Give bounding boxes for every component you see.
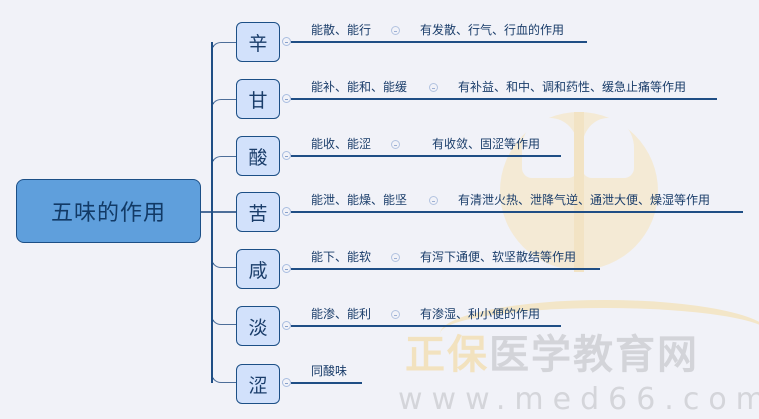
collapse-toggle-icon[interactable] — [282, 94, 291, 103]
subtopic-effect[interactable]: 有清泄火热、泄降气逆、通泄大便、燥湿等作用 — [458, 193, 711, 207]
subtopic-function[interactable]: 能补、能和、能缓 — [311, 80, 408, 94]
watermark-logo-cutout — [582, 118, 634, 178]
subtopic-function[interactable]: 能收、能涩 — [311, 137, 372, 151]
subtopic-underline — [291, 98, 717, 100]
branch-connector — [211, 313, 236, 325]
collapse-toggle-icon[interactable] — [282, 151, 291, 160]
topic-suan[interactable]: 酸 — [236, 136, 280, 176]
topic-dan[interactable]: 淡 — [236, 306, 280, 346]
watermark-arc — [440, 300, 759, 368]
branch-connector — [211, 371, 236, 383]
watermark-brand-gold: 正保 — [405, 332, 489, 378]
branch-connector — [211, 256, 236, 268]
subtopic-underline — [291, 41, 587, 43]
collapse-toggle-icon[interactable] — [282, 37, 291, 46]
watermark-url: www.med66.com — [398, 382, 759, 417]
root-topic-label: 五味的作用 — [50, 201, 166, 226]
subtopic-effect[interactable]: 有泻下通便、软坚散结等作用 — [420, 250, 577, 264]
topic-label: 涩 — [248, 374, 268, 397]
watermark-logo-bar — [574, 112, 584, 272]
collapse-toggle-icon[interactable] — [282, 264, 291, 273]
topic-ku[interactable]: 苦 — [236, 192, 280, 232]
root-connector — [201, 211, 236, 213]
subtopic-function[interactable]: 能渗、能利 — [311, 307, 372, 321]
topic-se[interactable]: 涩 — [236, 364, 280, 404]
collapse-toggle-icon[interactable] — [391, 26, 400, 35]
root-topic[interactable]: 五味的作用 — [16, 179, 201, 243]
subtopic-effect[interactable]: 有补益、和中、调和药性、缓急止痛等作用 — [458, 80, 687, 94]
branch-connector — [211, 99, 236, 111]
subtopic-effect[interactable]: 有收敛、固涩等作用 — [432, 137, 541, 151]
collapse-toggle-icon[interactable] — [391, 140, 400, 149]
watermark-logo-cutout — [522, 118, 578, 178]
subtopic-underline — [291, 155, 561, 157]
topic-label: 甘 — [248, 89, 268, 112]
collapse-toggle-icon[interactable] — [282, 207, 291, 216]
watermark-brand: 正保医学教育网 — [405, 322, 699, 380]
collapse-toggle-icon[interactable] — [429, 83, 438, 92]
subtopic-effect[interactable]: 有发散、行气、行血的作用 — [420, 23, 565, 37]
subtopic-function[interactable]: 能散、能行 — [311, 23, 372, 37]
topic-xin[interactable]: 辛 — [236, 22, 280, 62]
subtopic-underline — [291, 325, 561, 327]
collapse-toggle-icon[interactable] — [429, 196, 438, 205]
subtopic-effect[interactable]: 有渗湿、利小便的作用 — [420, 307, 541, 321]
topic-label: 苦 — [248, 202, 268, 225]
topic-label: 淡 — [248, 316, 268, 339]
subtopic-function[interactable]: 同酸味 — [311, 364, 348, 378]
trunk-connector — [211, 42, 213, 383]
topic-gan[interactable]: 甘 — [236, 79, 280, 119]
branch-connector — [211, 42, 236, 54]
subtopic-underline — [291, 211, 743, 213]
watermark-brand-gray: 医学教育网 — [489, 332, 699, 378]
branch-connector — [211, 156, 236, 168]
topic-label: 辛 — [248, 32, 268, 55]
topic-label: 咸 — [248, 259, 268, 282]
subtopic-underline — [291, 268, 600, 270]
subtopic-underline — [291, 382, 362, 384]
collapse-toggle-icon[interactable] — [282, 378, 291, 387]
collapse-toggle-icon[interactable] — [391, 310, 400, 319]
topic-xian[interactable]: 咸 — [236, 249, 280, 289]
subtopic-function[interactable]: 能下、能软 — [311, 250, 372, 264]
collapse-toggle-icon[interactable] — [282, 321, 291, 330]
topic-label: 酸 — [248, 146, 268, 169]
collapse-toggle-icon[interactable] — [391, 253, 400, 262]
subtopic-function[interactable]: 能泄、能燥、能坚 — [311, 193, 408, 207]
